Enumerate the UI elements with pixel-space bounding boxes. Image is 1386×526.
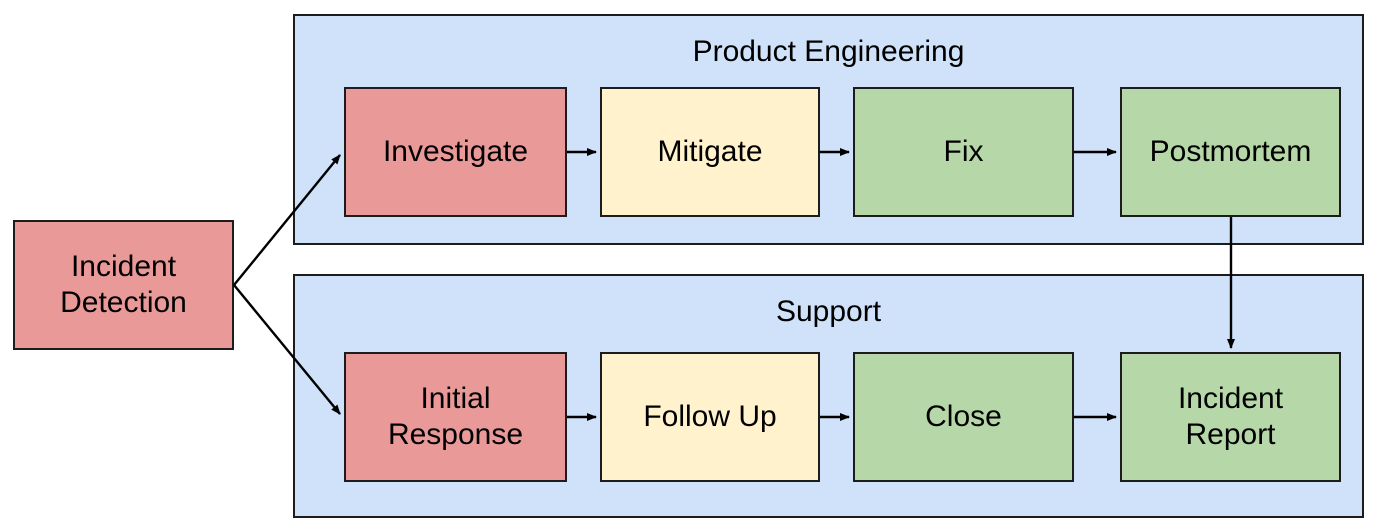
node-postmortem[interactable]: Postmortem bbox=[1120, 87, 1341, 217]
node-label-line1: Incident bbox=[1177, 382, 1284, 415]
node-mitigate[interactable]: Mitigate bbox=[600, 87, 820, 217]
node-label-investigate: Investigate bbox=[382, 135, 529, 168]
node-fix[interactable]: Fix bbox=[853, 87, 1074, 217]
node-label-line2: Report bbox=[1185, 418, 1276, 451]
node-close[interactable]: Close bbox=[853, 352, 1074, 482]
node-investigate[interactable]: Investigate bbox=[344, 87, 567, 217]
node-label-line2: Response bbox=[387, 418, 524, 451]
node-label-line1: Initial bbox=[420, 382, 491, 415]
node-label-fix: Fix bbox=[943, 135, 984, 168]
node-follow-up[interactable]: Follow Up bbox=[600, 352, 820, 482]
node-label-close: Close bbox=[925, 400, 1002, 433]
node-label-line1: Incident bbox=[70, 250, 177, 283]
node-label-mitigate: Mitigate bbox=[657, 135, 763, 168]
swimlane-title-support: Support bbox=[775, 295, 882, 328]
node-label-follow-up: Follow Up bbox=[643, 400, 777, 433]
swimlane-title-product-engineering: Product Engineering bbox=[692, 35, 965, 68]
node-label-line2: Detection bbox=[60, 286, 187, 319]
node-label-postmortem: Postmortem bbox=[1149, 135, 1312, 168]
